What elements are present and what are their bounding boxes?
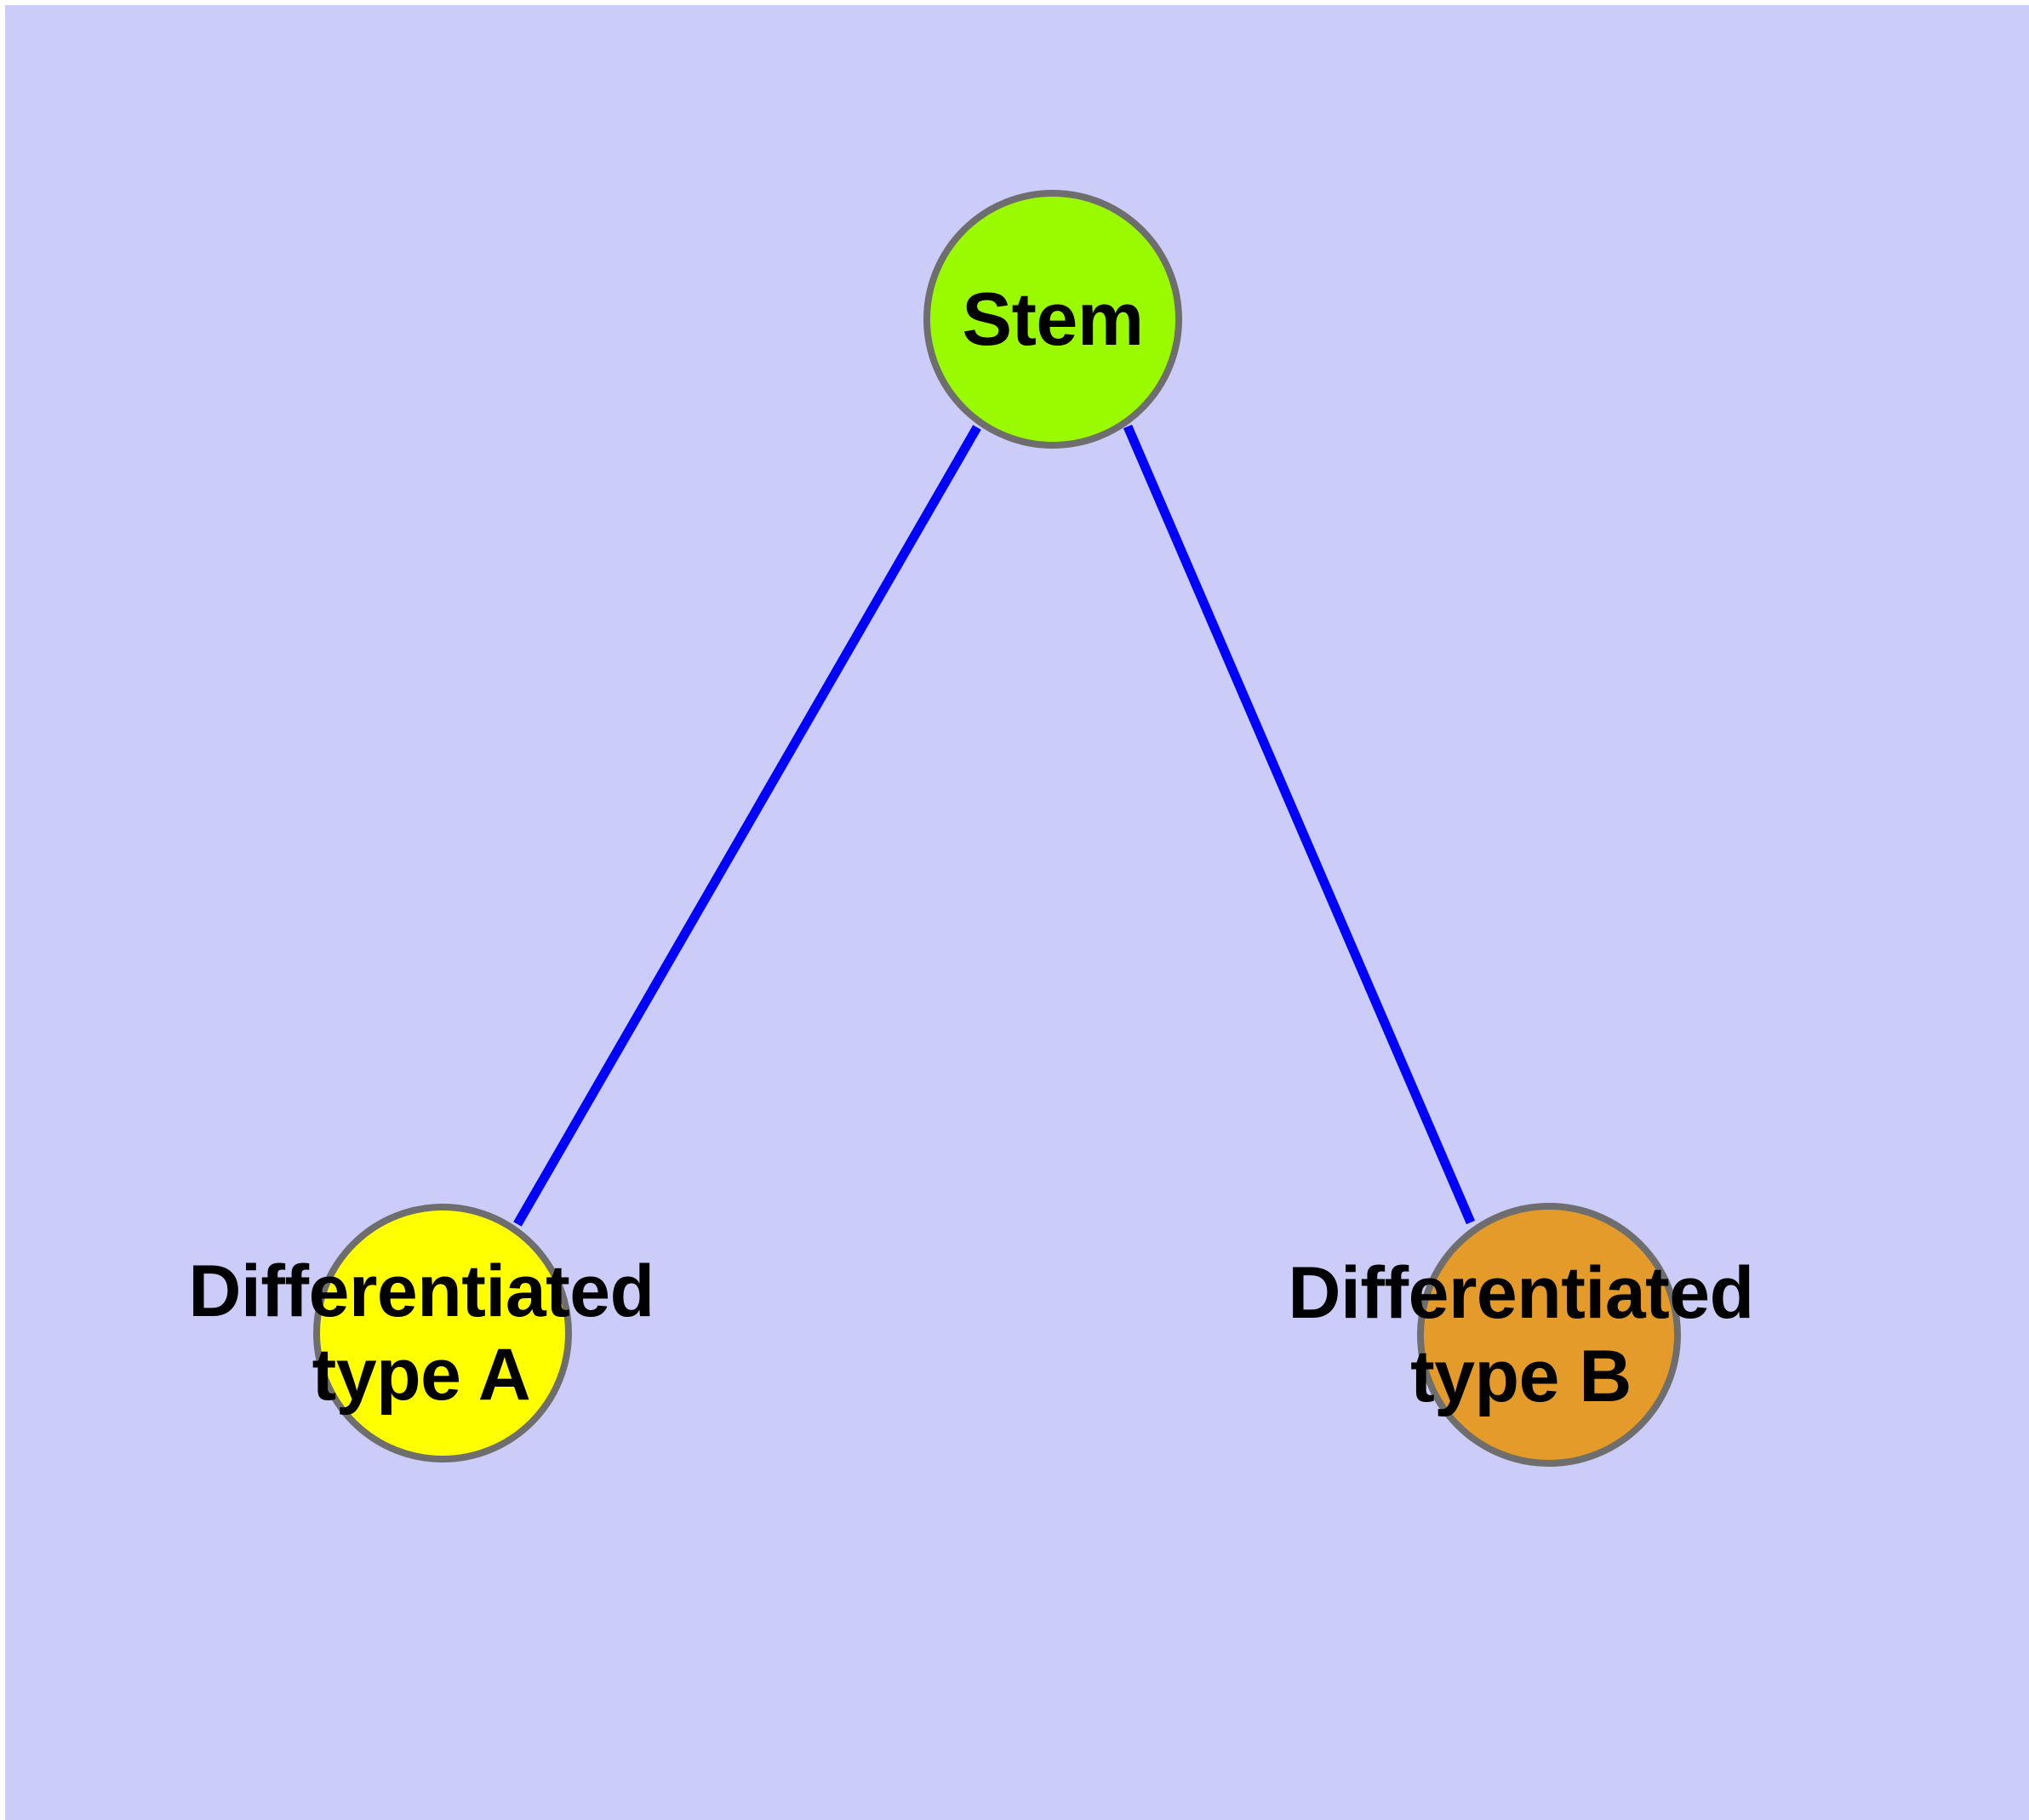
node-label-stem: Stem: [962, 276, 1144, 361]
node-differentiated-type-a[interactable]: [313, 1204, 572, 1462]
node-stem[interactable]: [923, 190, 1182, 449]
node-layer: [313, 190, 1681, 1467]
node-label-differentiated-type-a: Differentiated type A: [188, 1250, 654, 1416]
edge-stem-to-differentiated-b[interactable]: [1123, 424, 1476, 1225]
edge-layer: [513, 424, 1476, 1227]
node-differentiated-type-b[interactable]: [1417, 1203, 1681, 1467]
node-label-differentiated-type-b: Differentiated type B: [1288, 1251, 1754, 1417]
edge-stem-to-differentiated-a[interactable]: [513, 425, 981, 1227]
